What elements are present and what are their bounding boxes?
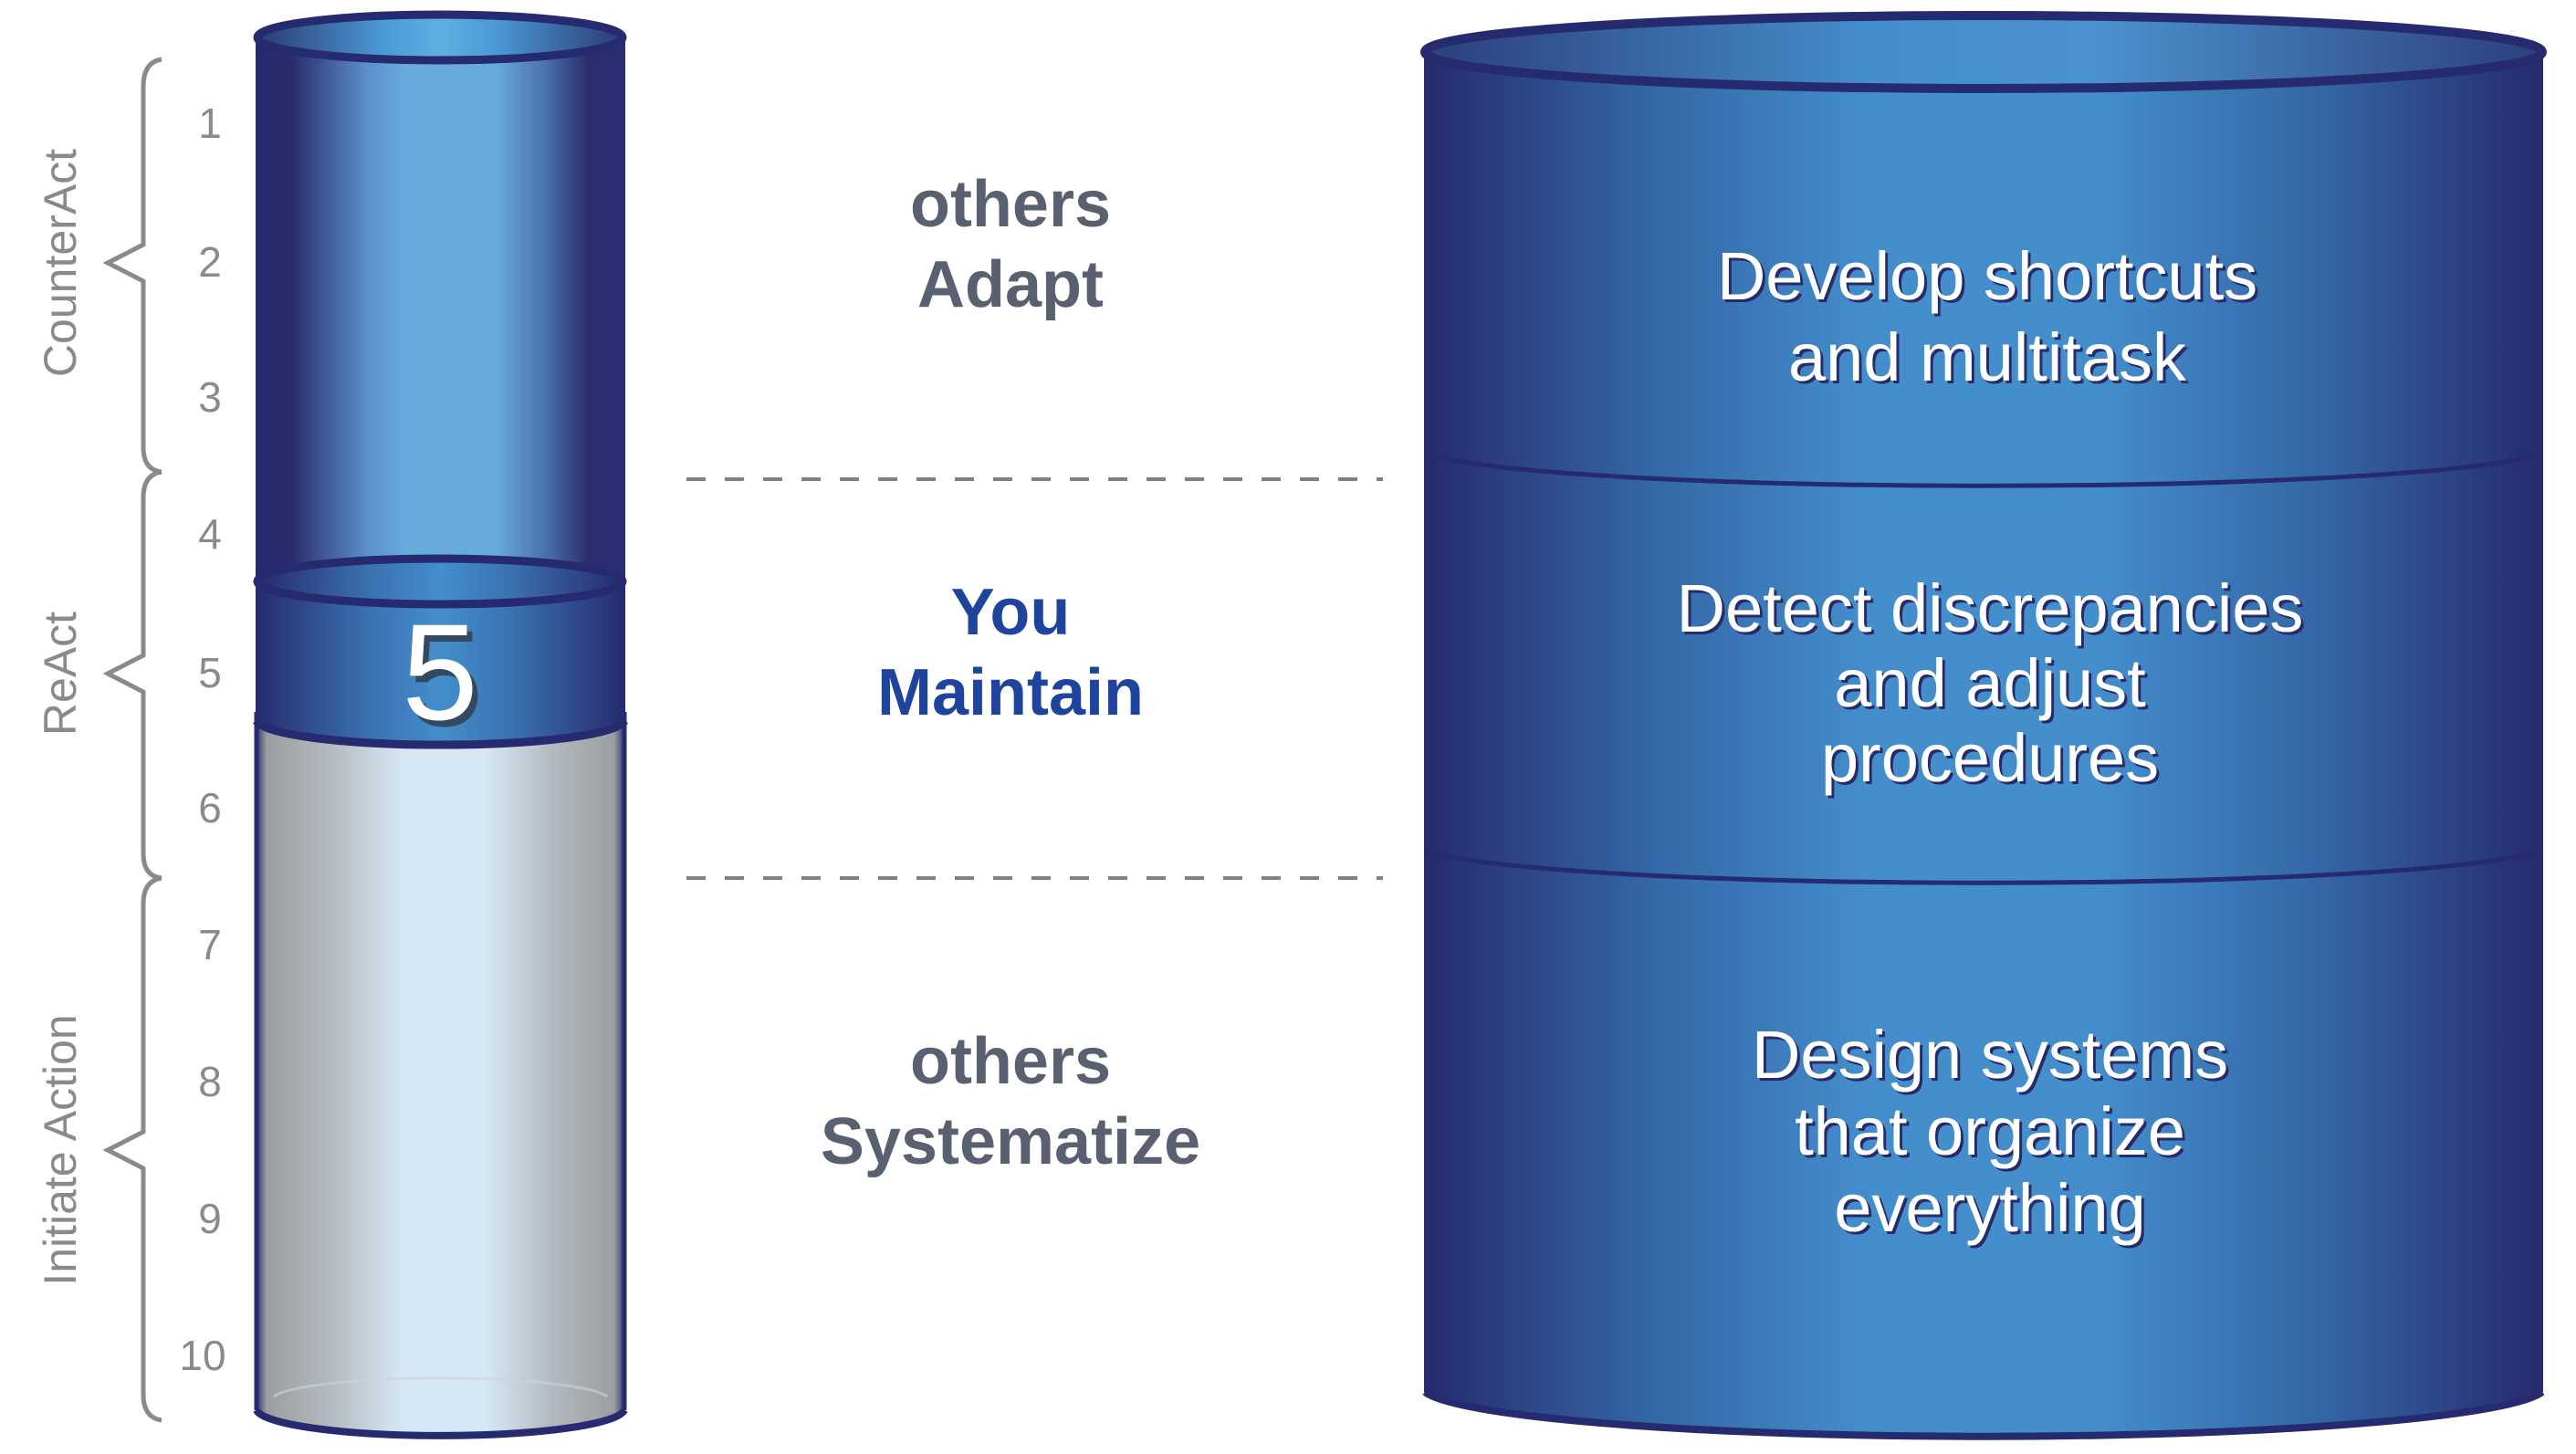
section-text-line: and multitask <box>1788 319 2187 395</box>
section-text-line: Detect discrepancies <box>1677 570 2304 646</box>
level-band-bottom-rim <box>253 718 628 749</box>
group-label-counteract: CounterAct <box>35 149 86 377</box>
section-text-line: Develop shortcuts <box>1717 238 2257 314</box>
section-text-line: procedures <box>1821 720 2159 796</box>
big-cylinder-divider-2 <box>1423 846 2544 885</box>
role-label-maintain: You Maintain <box>877 576 1144 729</box>
brace-react <box>102 469 162 881</box>
cylinder-top-rim <box>253 10 627 65</box>
scale-number: 10 <box>179 1332 225 1379</box>
big-cylinder-body <box>1424 50 2543 1438</box>
role-label-systematize: others Systematize <box>821 1025 1200 1178</box>
big-section-systems: Design systems that organize everything <box>1752 1017 2228 1246</box>
scale-number: 7 <box>198 921 222 968</box>
scale-braces <box>102 57 162 1423</box>
big-cylinder-bottom-rim <box>1422 1388 2545 1440</box>
role-label-line: Maintain <box>877 656 1144 729</box>
level-cylinder: 5 <box>253 10 628 1439</box>
scale-number: 5 <box>198 649 222 696</box>
role-label-line: You <box>951 576 1071 649</box>
big-cylinder: Develop shortcuts and multitask Detect d… <box>1420 11 2547 1440</box>
section-text-line: Design systems <box>1752 1017 2228 1093</box>
scale-numbers: 1 2 3 4 5 6 7 8 9 10 <box>179 99 225 1379</box>
level-band <box>256 581 625 748</box>
cylinder-empty-section <box>256 712 625 1438</box>
section-text-line: everything <box>1834 1170 2145 1246</box>
role-label-line: Adapt <box>917 248 1104 321</box>
cylinder-bottom-rim <box>253 1407 628 1439</box>
big-cylinder-top-rim <box>1420 11 2547 93</box>
big-section-shortcuts: Develop shortcuts and multitask <box>1717 238 2257 395</box>
big-cylinder-divider-1 <box>1423 449 2544 488</box>
scale-number: 1 <box>198 99 222 147</box>
big-section-discrepancies: Detect discrepancies and adjust procedur… <box>1677 570 2304 796</box>
group-label-react: ReAct <box>35 612 86 736</box>
scale-number: 6 <box>198 784 222 832</box>
role-label-line: others <box>910 1025 1111 1098</box>
scale-number: 4 <box>198 510 222 558</box>
cylinder-filled-section <box>256 38 625 581</box>
role-label-line: Systematize <box>821 1105 1200 1178</box>
scale-number: 8 <box>198 1058 222 1105</box>
role-label-line: others <box>910 168 1111 241</box>
cylinder-bottom-inner-edge <box>273 1376 608 1398</box>
scale-number: 2 <box>198 238 222 286</box>
scale-number: 9 <box>198 1195 222 1242</box>
group-label-initiate-action: Initiate Action <box>35 1014 86 1285</box>
brace-initiate-action <box>102 875 162 1423</box>
level-value: 5 <box>402 595 477 748</box>
section-text-line: that organize <box>1795 1093 2185 1169</box>
scale-number: 3 <box>198 373 222 421</box>
section-text-line: and adjust <box>1834 645 2146 721</box>
level-band-top-rim <box>253 554 627 609</box>
brace-counteract <box>102 57 162 475</box>
role-label-adapt: others Adapt <box>910 168 1111 321</box>
